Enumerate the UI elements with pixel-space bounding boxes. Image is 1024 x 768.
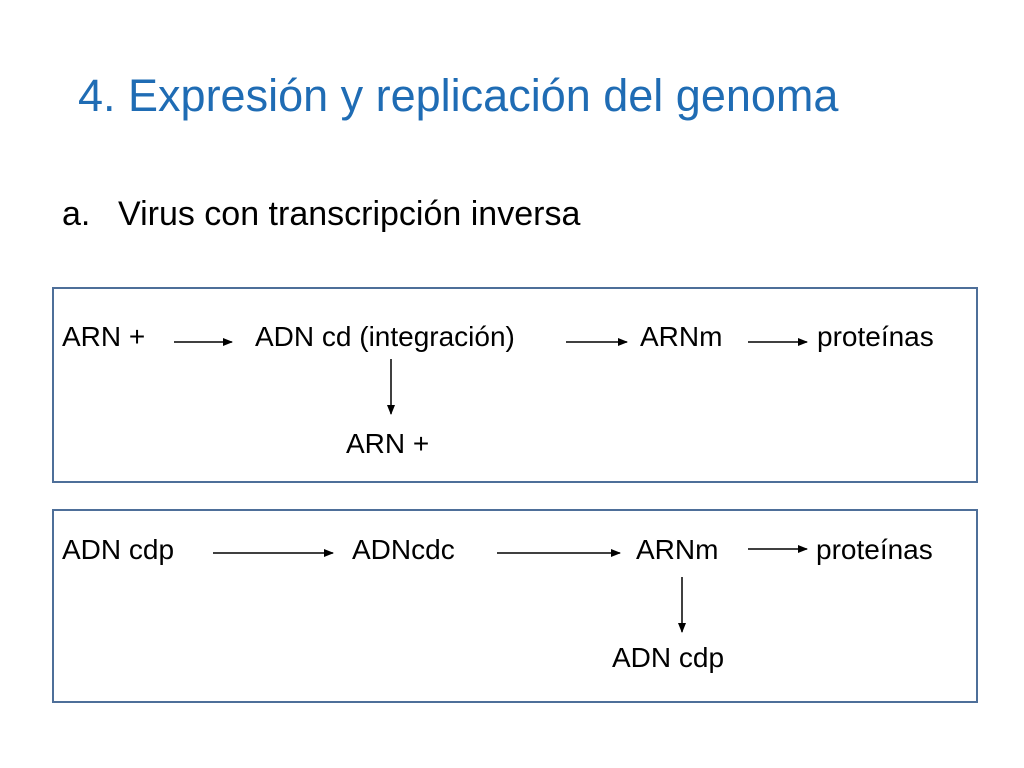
diagram2-node-arnm: ARNm [636,534,719,565]
diagram2-node-branch-adn-cdp: ADN cdp [612,642,725,673]
slide-title: 4. Expresión y replicación del genoma [78,70,839,121]
bullet-marker: a. [62,195,91,233]
diagram2-node-adncdc: ADNcdc [352,534,455,565]
diagram1-node-branch-arn-plus: ARN + [346,428,430,459]
diagram1-node-arnm: ARNm [640,321,723,352]
bullet-text: Virus con transcripción inversa [118,195,581,233]
diagram1-node-arn-plus: ARN + [62,321,146,352]
diagram1-node-proteinas: proteínas [817,321,934,352]
diagram2-node-proteinas: proteínas [816,534,933,565]
diagram-box-1 [52,287,978,483]
diagram1-node-adn-cd: ADN cd (integración) [255,321,515,352]
diagram-box-2 [52,509,978,703]
diagram2-node-adn-cdp: ADN cdp [62,534,175,565]
